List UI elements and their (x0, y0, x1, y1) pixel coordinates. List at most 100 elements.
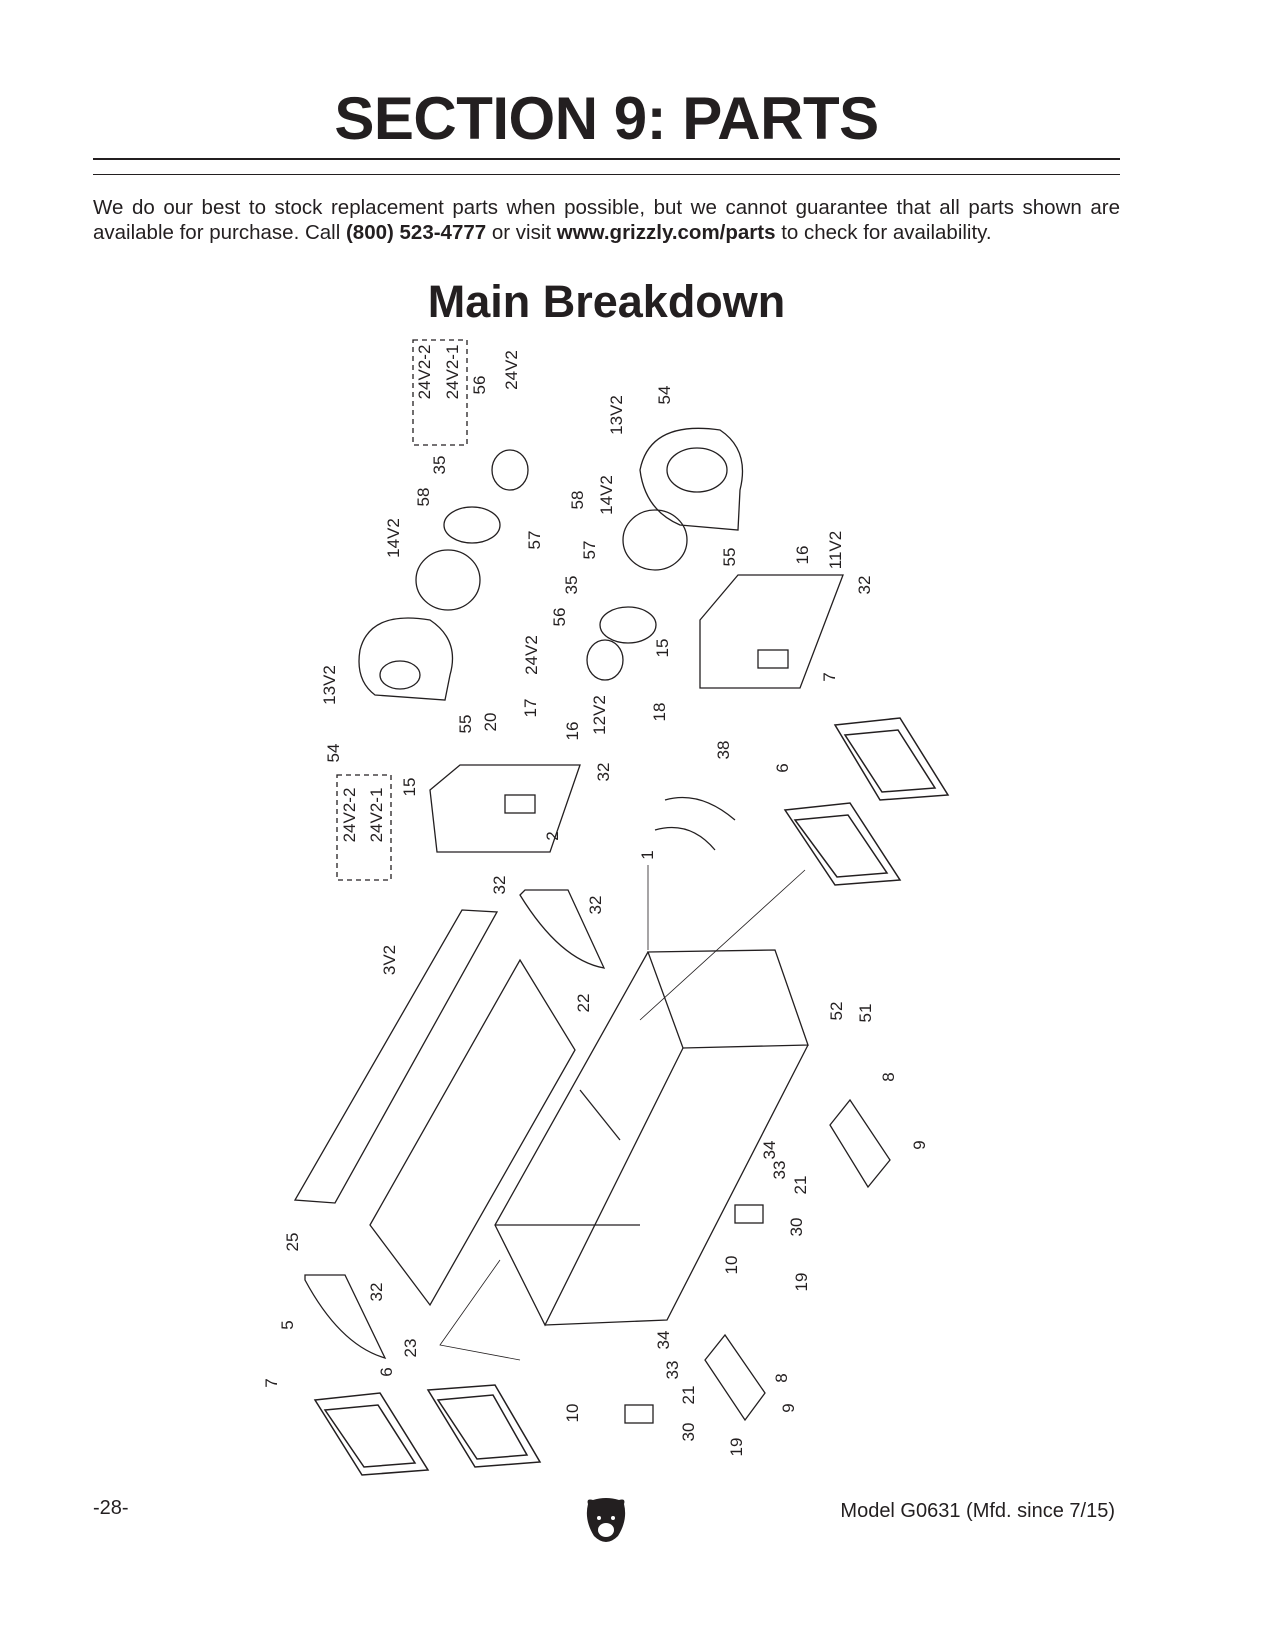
callout-group-box (336, 774, 392, 881)
part-callout: 22 (574, 993, 593, 1013)
part-callout: 52 (827, 1001, 846, 1021)
power-cord (654, 826, 716, 851)
intro-paragraph: We do our best to stock replacement part… (93, 195, 1120, 245)
part-callout: 6 (377, 1367, 396, 1377)
part-callout: 55 (456, 714, 475, 734)
part-callout: 55 (720, 547, 739, 567)
part-callout: 14V2 (597, 475, 616, 515)
part-callout: 19 (792, 1272, 811, 1292)
part-callout: 8 (879, 1072, 898, 1082)
divider-rule (93, 158, 1120, 160)
part-callout: 54 (324, 743, 343, 763)
diagram-title: Main Breakdown (427, 276, 786, 327)
part-callout: 24V2-1 (367, 787, 386, 843)
part-callout: 16 (563, 721, 582, 741)
part-callout: 56 (550, 607, 569, 627)
filter (426, 1384, 542, 1468)
part-callout: 13V2 (320, 665, 339, 705)
part-callout: 58 (414, 487, 433, 507)
intro-text: or visit (486, 221, 557, 244)
part-callout: 6 (773, 763, 792, 773)
part-callout: 1 (638, 850, 657, 860)
part-callout: 5 (278, 1320, 297, 1330)
drawer (704, 1333, 766, 1422)
part-callout: 24V2-1 (443, 344, 462, 400)
part-callout: 24V2 (502, 350, 521, 390)
part-callout: 38 (714, 740, 733, 760)
part-callout: 24V2 (522, 635, 541, 675)
part-callout: 51 (856, 1003, 875, 1023)
motor-plate (699, 574, 844, 689)
part-callout: 21 (791, 1175, 810, 1195)
top-panel (293, 909, 499, 1204)
intro-text: We do our best to stock replacement part… (93, 196, 1120, 244)
blower-wheel (415, 549, 481, 611)
part-callout: 17 (521, 698, 540, 718)
part-callout: 9 (779, 1403, 798, 1413)
part-callout: 54 (655, 385, 674, 405)
part-callout: 12V2 (590, 695, 609, 735)
part-callout: 14V2 (384, 518, 403, 558)
part-callout: 30 (787, 1217, 806, 1237)
part-callout: 10 (563, 1403, 582, 1423)
filter (783, 802, 902, 886)
part-callout: 15 (400, 777, 419, 797)
part-callout: 8 (772, 1373, 791, 1383)
cabinet (494, 949, 809, 1327)
part-callout: 25 (283, 1232, 302, 1252)
side-panel (519, 889, 606, 969)
part-callout: 32 (855, 575, 874, 595)
switch-plate (624, 1404, 654, 1424)
part-callout: 34 (654, 1330, 673, 1350)
filter (313, 1392, 430, 1476)
part-callout: 9 (910, 1140, 929, 1150)
part-callout: 33 (770, 1160, 789, 1180)
drawer (829, 1098, 891, 1189)
part-callout: 32 (367, 1282, 386, 1302)
motor (586, 639, 624, 681)
side-panel (304, 1274, 387, 1360)
part-callout: 18 (650, 702, 669, 722)
part-callout: 24V2-2 (340, 787, 359, 843)
part-callout: 23 (401, 1338, 420, 1358)
part-callout: 32 (490, 875, 509, 895)
part-callout: 20 (481, 712, 500, 732)
part-callout: 35 (562, 575, 581, 595)
part-callout: 7 (262, 1378, 281, 1388)
grizzly-bear-logo (584, 1498, 628, 1551)
part-callout: 19 (727, 1437, 746, 1457)
part-callout: 33 (663, 1360, 682, 1380)
part-callout: 7 (820, 672, 839, 682)
blower-housing (639, 427, 744, 531)
motor-plate (429, 764, 581, 853)
part-callout: 2 (543, 831, 562, 841)
part-callout: 56 (470, 375, 489, 395)
blower-wheel (622, 509, 688, 571)
divider-rule (93, 174, 1120, 175)
part-callout: 32 (586, 895, 605, 915)
power-cord (664, 796, 736, 821)
part-callout: 30 (679, 1422, 698, 1442)
filter (833, 717, 950, 801)
motor (491, 449, 529, 491)
part-callout: 32 (594, 762, 613, 782)
section-title: SECTION 9: PARTS (334, 85, 879, 152)
part-callout: 11V2 (826, 530, 845, 570)
page-number: -28- (93, 1497, 129, 1519)
phone-number: (800) 523-4777 (345, 221, 487, 244)
blower-housing (358, 617, 454, 701)
part-callout: 16 (793, 545, 812, 565)
part-callout: 15 (653, 638, 672, 658)
blower-housing-opening (666, 447, 728, 493)
switch-plate (734, 1204, 764, 1224)
part-callout: 58 (568, 490, 587, 510)
part-callout: 57 (525, 530, 544, 550)
parts-url[interactable]: www.grizzly.com/parts (556, 221, 776, 244)
perforated-panel (369, 958, 576, 1307)
part-callout: 10 (722, 1255, 741, 1275)
part-callout: 21 (679, 1385, 698, 1405)
part-callout: 35 (430, 455, 449, 475)
part-callout: 24V2-2 (415, 344, 434, 400)
callout-group-box (412, 339, 468, 446)
